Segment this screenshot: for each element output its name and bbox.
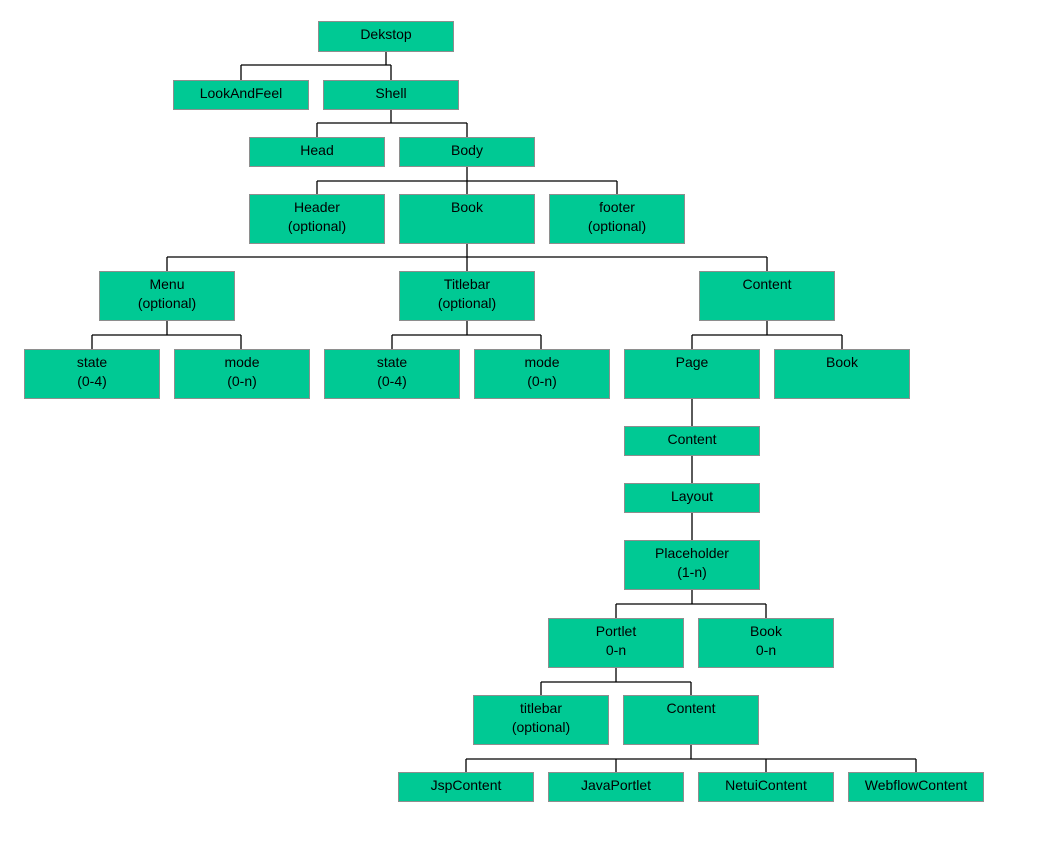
node-sublabel: (0-4): [77, 373, 107, 389]
node-label: Book: [451, 199, 483, 215]
node-label: Portlet: [595, 623, 637, 639]
node-menu-state: state (0-4): [24, 349, 160, 399]
node-label: Book: [750, 623, 782, 639]
node-content: Content: [699, 271, 835, 321]
node-desktop: Dekstop: [318, 21, 454, 52]
node-label: Titlebar: [443, 276, 491, 292]
node-label: Header: [294, 199, 340, 215]
node-jsp-content: JspContent: [398, 772, 534, 802]
node-sublabel: (optional): [511, 719, 571, 735]
node-layout: Layout: [624, 483, 760, 513]
node-menu-mode: mode (0-n): [174, 349, 310, 399]
node-label: mode: [224, 354, 260, 370]
node-book: Book: [399, 194, 535, 244]
node-sublabel: 0-n: [755, 642, 777, 658]
node-label: JspContent: [430, 777, 502, 793]
node-label: Content: [666, 700, 716, 716]
node-header: Header (optional): [249, 194, 385, 244]
node-label: Book: [826, 354, 858, 370]
node-netui-content: NetuiContent: [698, 772, 834, 802]
node-label: LookAndFeel: [199, 85, 283, 101]
node-sublabel: (1-n): [677, 564, 707, 580]
node-label: Body: [451, 142, 483, 158]
node-page: Page: [624, 349, 760, 399]
node-sublabel: (0-4): [377, 373, 407, 389]
node-label: Content: [667, 431, 717, 447]
node-label: Dekstop: [360, 26, 412, 42]
node-titlebar-state: state (0-4): [324, 349, 460, 399]
node-label: titlebar: [519, 700, 563, 716]
node-label: state: [376, 354, 408, 370]
node-label: Placeholder: [655, 545, 729, 561]
node-java-portlet: JavaPortlet: [548, 772, 684, 802]
node-titlebar-mode: mode (0-n): [474, 349, 610, 399]
node-label: state: [76, 354, 108, 370]
node-body: Body: [399, 137, 535, 167]
node-page-content: Content: [624, 426, 760, 456]
node-shell: Shell: [323, 80, 459, 110]
node-content-book: Book: [774, 349, 910, 399]
node-placeholder-book: Book 0-n: [698, 618, 834, 668]
node-sublabel: (0-n): [227, 373, 257, 389]
node-sublabel: (optional): [437, 295, 497, 311]
node-portlet: Portlet 0-n: [548, 618, 684, 668]
node-portlet-titlebar: titlebar (optional): [473, 695, 609, 745]
node-label: WebflowContent: [864, 777, 968, 793]
node-sublabel: (0-n): [527, 373, 557, 389]
node-label: Menu: [149, 276, 185, 292]
node-label: Shell: [375, 85, 407, 101]
node-look-and-feel: LookAndFeel: [173, 80, 309, 110]
node-sublabel: (optional): [587, 218, 647, 234]
node-label: mode: [524, 354, 560, 370]
node-placeholder: Placeholder (1-n): [624, 540, 760, 590]
node-titlebar: Titlebar (optional): [399, 271, 535, 321]
node-sublabel: (optional): [287, 218, 347, 234]
node-portlet-content: Content: [623, 695, 759, 745]
node-head: Head: [249, 137, 385, 167]
node-label: Content: [742, 276, 792, 292]
node-label: JavaPortlet: [580, 777, 652, 793]
node-menu: Menu (optional): [99, 271, 235, 321]
node-sublabel: (optional): [137, 295, 197, 311]
node-webflow-content: WebflowContent: [848, 772, 984, 802]
node-label: Page: [675, 354, 709, 370]
node-label: Head: [300, 142, 334, 158]
node-label: NetuiContent: [725, 777, 807, 793]
node-label: Layout: [670, 488, 714, 504]
node-label: footer: [599, 199, 635, 215]
node-sublabel: 0-n: [605, 642, 627, 658]
node-footer: footer (optional): [549, 194, 685, 244]
